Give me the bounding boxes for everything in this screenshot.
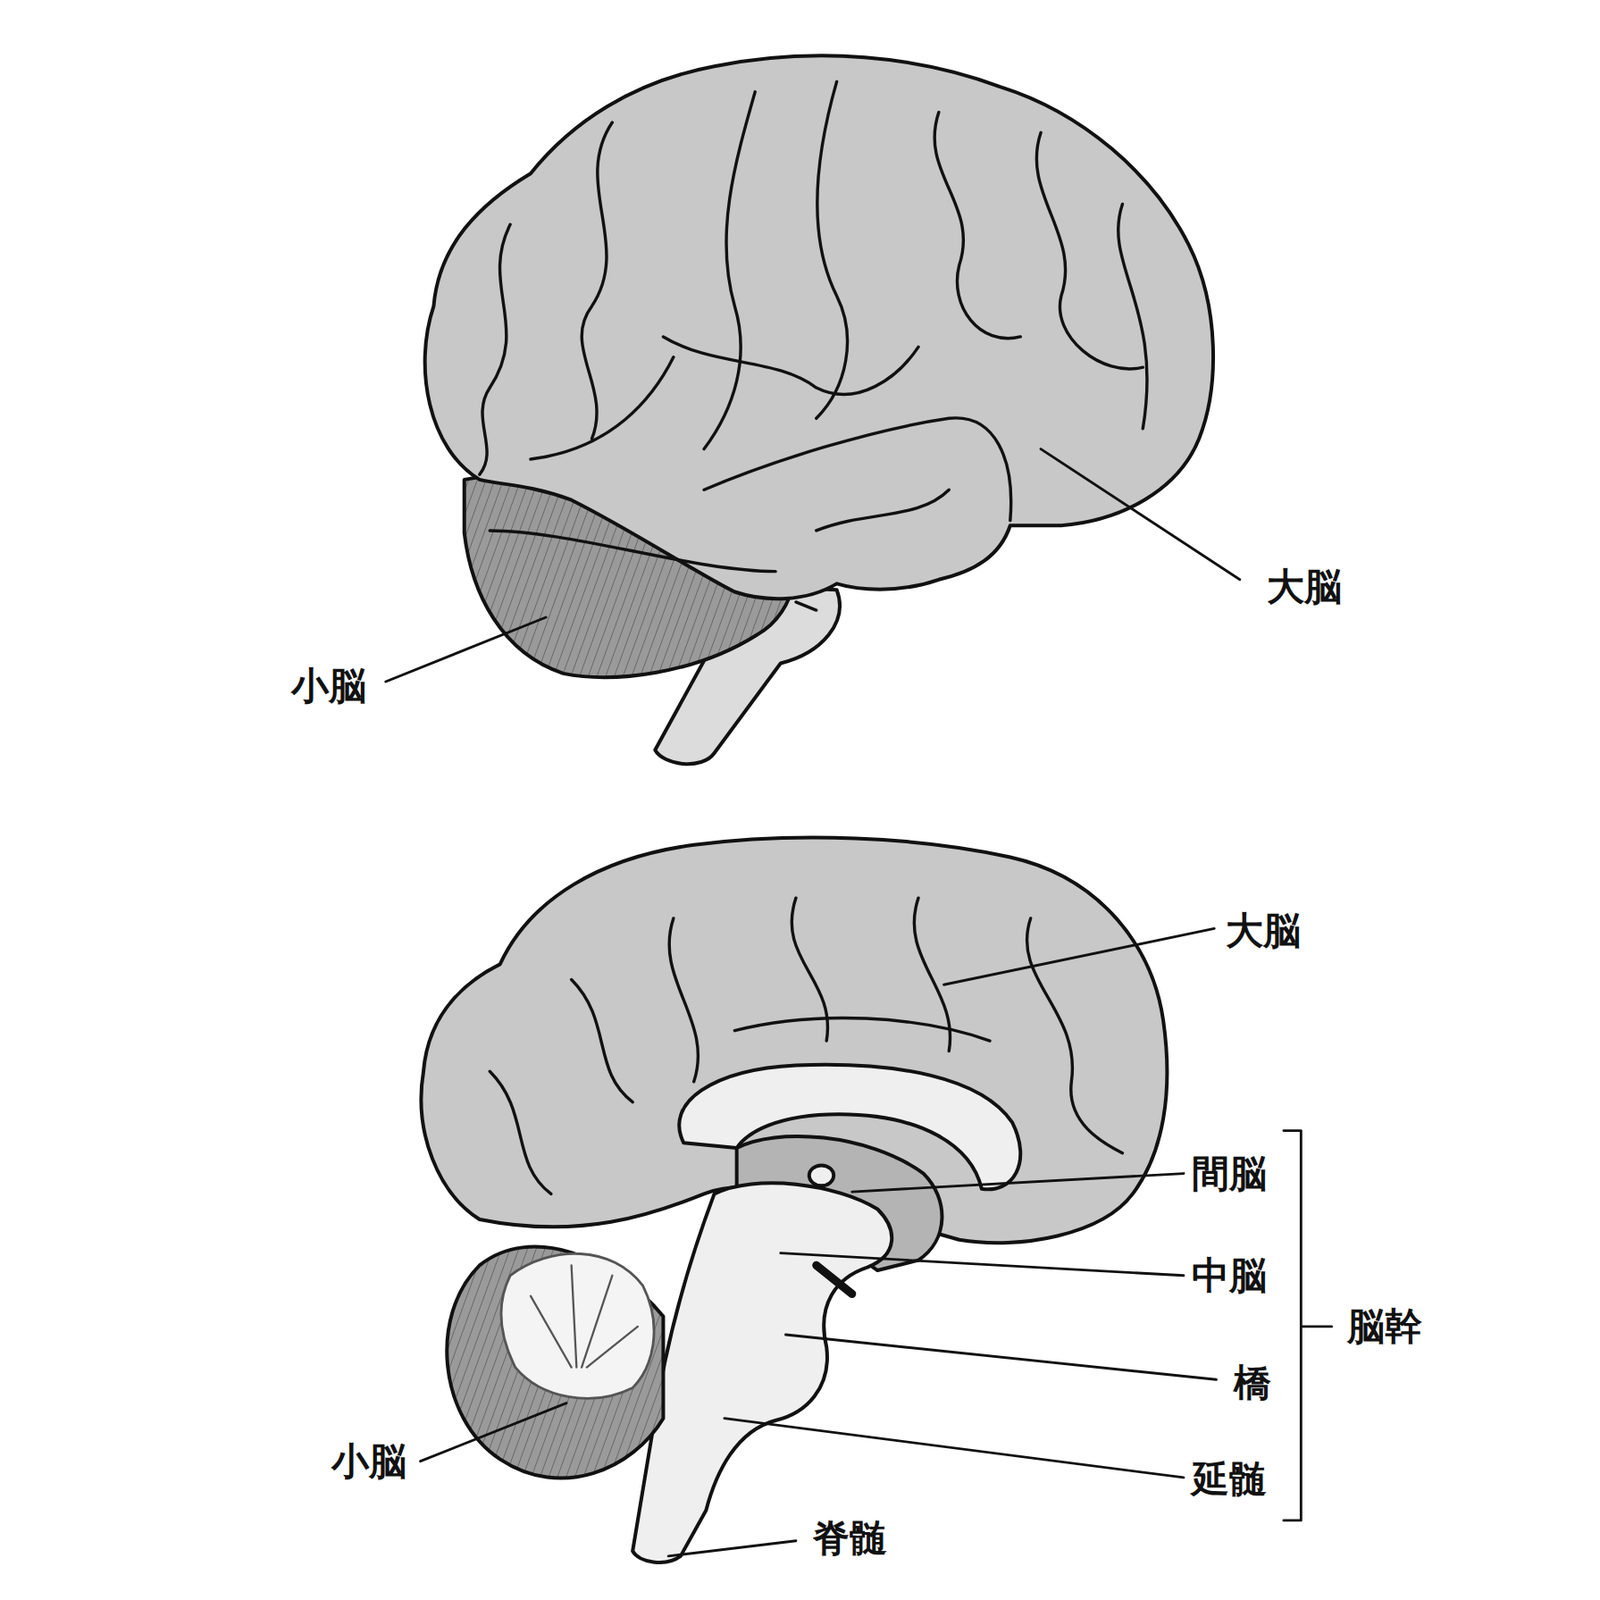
part-label: 大脳: [1266, 566, 1342, 608]
part-label: 小脳: [331, 1440, 407, 1483]
part-label: 小脳: [291, 664, 367, 706]
part-label: 延髄: [1191, 1458, 1267, 1500]
part-label: 脊髄: [812, 1517, 888, 1559]
part-label: 中脳: [1191, 1255, 1267, 1297]
part-label: 大脳: [1225, 910, 1301, 952]
part-label: 間脳: [1191, 1152, 1267, 1194]
part-label: 橋: [1233, 1362, 1272, 1404]
part-label: 脳幹: [1347, 1306, 1423, 1348]
